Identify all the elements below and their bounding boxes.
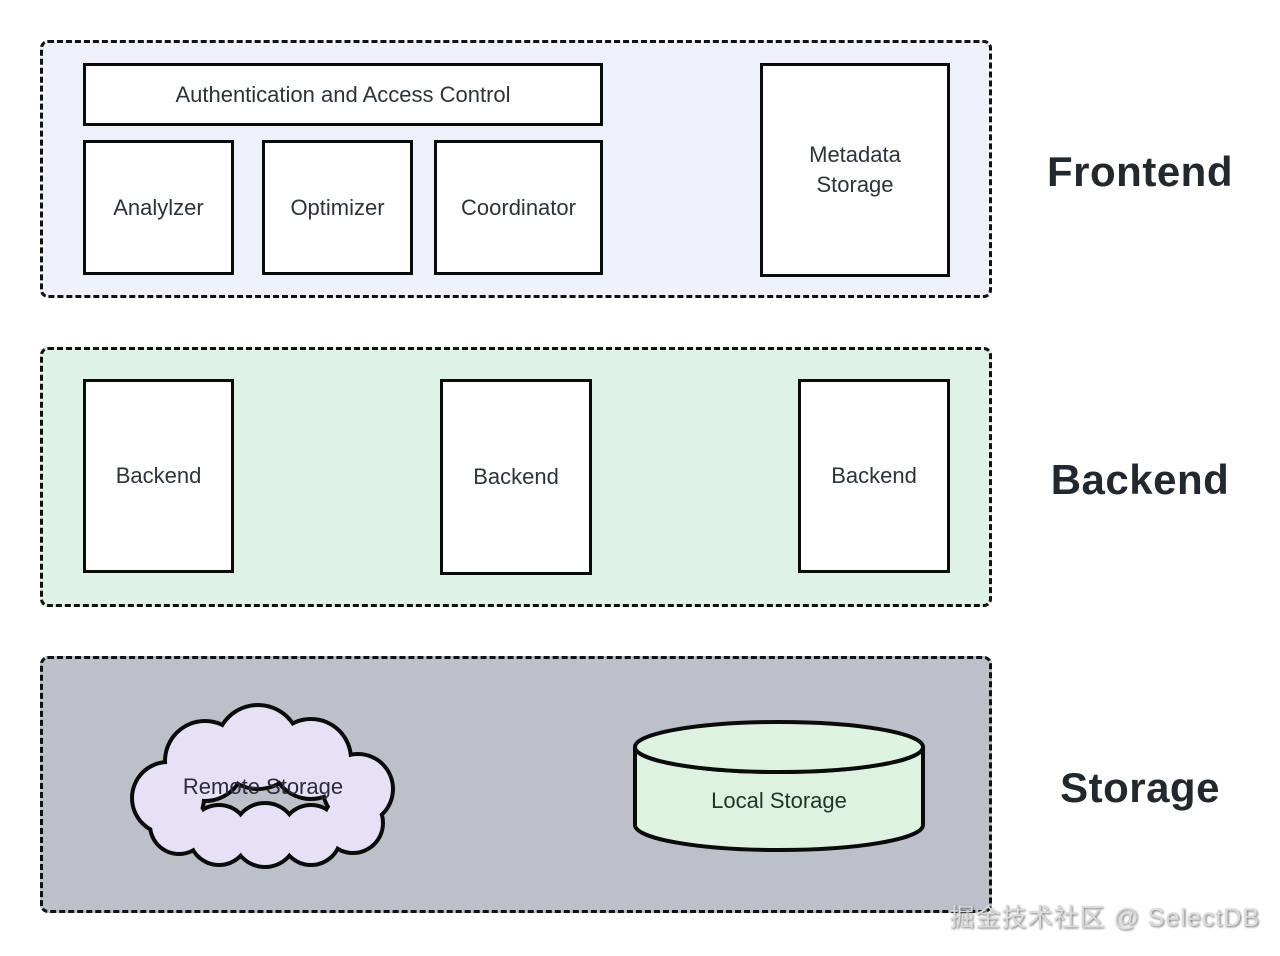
backend-node-2: Backend bbox=[440, 379, 592, 575]
watermark: 掘金技术社区 @ SelectDB bbox=[949, 904, 1260, 932]
optimizer-box: Optimizer bbox=[262, 140, 413, 275]
optimizer-label: Optimizer bbox=[290, 194, 385, 220]
backend-node-3: Backend bbox=[798, 379, 950, 573]
storage-tier-label: Storage bbox=[1060, 764, 1220, 811]
cloud-icon bbox=[130, 703, 395, 869]
backend-node-1-label: Backend bbox=[115, 463, 202, 489]
auth-access-control-label: Authentication and Access Control bbox=[175, 81, 511, 107]
remote-storage-label: Remote Storage bbox=[182, 774, 344, 799]
analyzer-box: Analylzer bbox=[83, 140, 234, 275]
metadata-storage-box: Metadata Storage bbox=[760, 63, 950, 277]
auth-access-control-box: Authentication and Access Control bbox=[83, 63, 603, 126]
storage-tier: Remote Storage Local Storage bbox=[40, 656, 992, 913]
metadata-storage-label: Metadata Storage bbox=[809, 142, 901, 197]
frontend-tier: Authentication and Access Control Analyl… bbox=[40, 40, 992, 298]
coordinator-box: Coordinator bbox=[434, 140, 603, 275]
local-storage-label: Local Storage bbox=[711, 788, 847, 813]
backend-node-3-label: Backend bbox=[831, 463, 917, 489]
backend-node-1: Backend bbox=[83, 379, 234, 573]
backend-tier-label: Backend bbox=[1050, 456, 1230, 503]
frontend-tier-label: Frontend bbox=[1047, 148, 1233, 195]
backend-node-2-label: Backend bbox=[473, 464, 559, 490]
analyzer-label: Analylzer bbox=[113, 194, 204, 220]
backend-tier: Backend Backend Backend bbox=[40, 347, 992, 607]
remote-storage-cloud: Remote Storage bbox=[113, 703, 413, 871]
local-storage-cylinder: Local Storage bbox=[631, 719, 927, 855]
database-cylinder-icon bbox=[633, 720, 925, 852]
coordinator-label: Coordinator bbox=[461, 194, 576, 220]
